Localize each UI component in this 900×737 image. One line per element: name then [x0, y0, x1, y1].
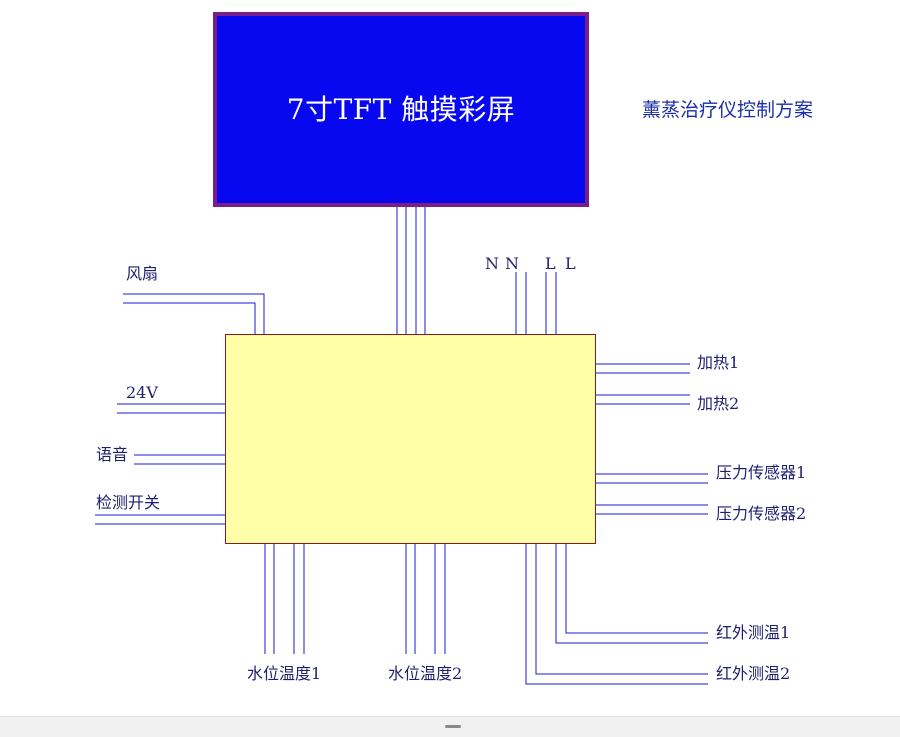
ir-temp2-wire [525, 543, 708, 685]
power-label-n1: N [485, 254, 499, 273]
water-temp1-label: 水位温度1 [247, 664, 322, 683]
fan-wire [123, 302, 256, 334]
heat1-label: 加热1 [697, 353, 740, 372]
ir-temp1-wire [555, 543, 708, 644]
power-label-n2: N [505, 254, 519, 273]
ir-temp2-label: 红外测温2 [716, 664, 791, 683]
power-label-l1: L [545, 254, 556, 273]
bottom-status-bar [0, 716, 900, 737]
ir-temp2-wire [535, 543, 708, 675]
voice-label: 语音 [96, 445, 129, 464]
v24-label: 24V [126, 383, 158, 402]
tft-screen-block: 7寸TFT 触摸彩屏 [213, 12, 589, 207]
fan-wire [123, 293, 265, 334]
power-label-l2: L [565, 254, 576, 273]
pressure1-label: 压力传感器1 [716, 463, 807, 482]
diagram-title: 薰蒸治疗仪控制方案 [642, 99, 814, 121]
ir-temp1-wire [565, 543, 708, 634]
heat2-label: 加热2 [697, 394, 740, 413]
pressure2-label: 压力传感器2 [716, 504, 807, 523]
fan-label: 风扇 [126, 264, 159, 283]
resize-handle[interactable] [445, 725, 461, 728]
tft-screen-label: 7寸TFT 触摸彩屏 [286, 93, 516, 126]
detect-switch-label: 检测开关 [96, 493, 161, 512]
ir-temp1-label: 红外测温1 [716, 623, 791, 642]
controller-board-block [225, 334, 596, 544]
water-temp2-label: 水位温度2 [388, 664, 463, 683]
